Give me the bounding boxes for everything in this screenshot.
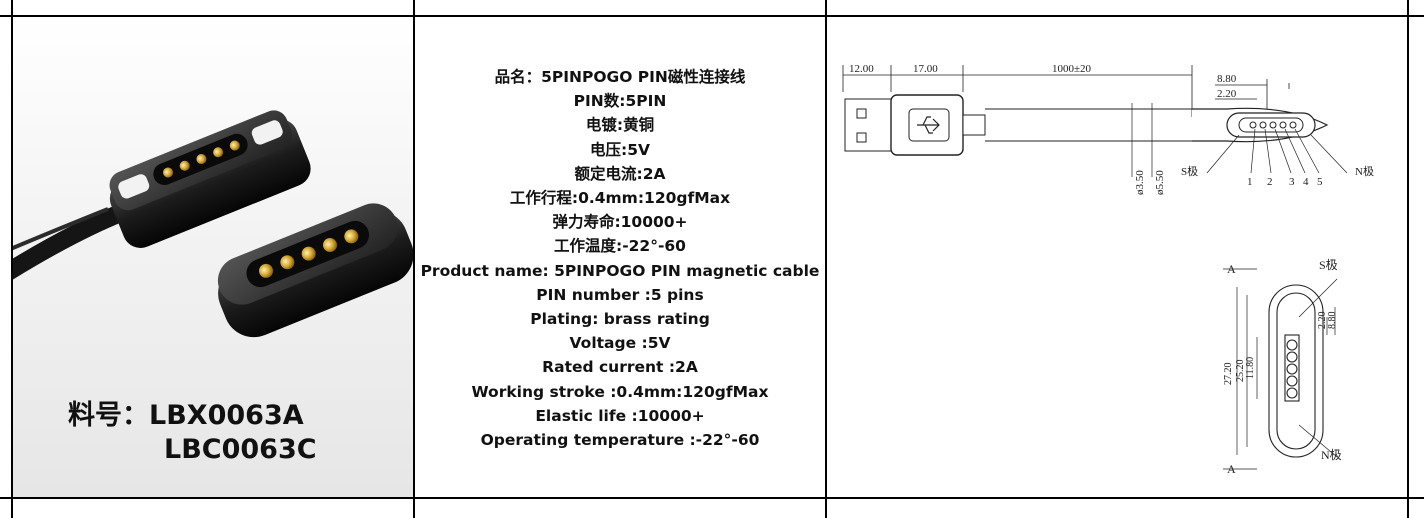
part-number-2: LBC0063C bbox=[164, 434, 317, 465]
dim-2-20: 2.20 bbox=[1217, 88, 1237, 100]
spec-line: Rated current :2A bbox=[542, 358, 698, 377]
dim-27-20: 27.20 bbox=[1223, 363, 1234, 386]
technical-drawing-cell: 12.00 17.00 1000±20 8.80 2.20 ø3.50 ø5.5… bbox=[827, 17, 1407, 497]
dia-large: ø5.50 bbox=[1154, 170, 1166, 195]
table-border-right bbox=[1407, 0, 1409, 518]
spec-line: Product name: 5PINPOGO PIN magnetic cabl… bbox=[420, 261, 820, 280]
spec-line: 弹力寿命:10000+ bbox=[552, 213, 688, 232]
dim-8-80: 8.80 bbox=[1217, 73, 1237, 85]
pin-label: 5 bbox=[1317, 176, 1323, 188]
dim-17: 17.00 bbox=[913, 63, 938, 75]
spec-line: PIN number :5 pins bbox=[536, 285, 704, 304]
spec-line: 品名：5PINPOGO PIN磁性连接线 bbox=[494, 68, 746, 86]
spec-line: 电压:5V bbox=[590, 140, 650, 159]
spec-list: 品名：5PINPOGO PIN磁性连接线 PIN数:5PIN 电镀:黄铜 电压:… bbox=[415, 65, 825, 452]
pole-n-label: N极 bbox=[1355, 164, 1374, 178]
spec-line: Voltage :5V bbox=[569, 334, 671, 353]
spec-line: 工作行程:0.4mm:120gfMax bbox=[509, 189, 731, 208]
pin-label: 3 bbox=[1289, 176, 1295, 188]
spec-line: PIN数:5PIN bbox=[573, 92, 667, 111]
product-photo bbox=[13, 110, 413, 338]
front-pole-n: N极 bbox=[1321, 448, 1342, 462]
pin-label: 1 bbox=[1247, 176, 1253, 188]
table-border-top bbox=[0, 15, 1424, 17]
part-number: 料号：LBX0063A LBC0063C bbox=[68, 399, 317, 467]
part-number-label: 料号： bbox=[68, 400, 149, 431]
product-photo-cell: 料号：LBX0063A LBC0063C bbox=[13, 17, 413, 497]
spec-line: Elastic life :10000+ bbox=[535, 406, 705, 425]
dim-1000: 1000±20 bbox=[1052, 63, 1092, 75]
dim-25-20: 25.20 bbox=[1235, 360, 1246, 383]
spec-line: 额定电流:2A bbox=[574, 164, 666, 183]
table-border-left bbox=[11, 0, 13, 518]
section-a-top: A bbox=[1227, 262, 1236, 276]
table-divider-1 bbox=[413, 0, 415, 518]
spec-cell: 品名：5PINPOGO PIN磁性连接线 PIN数:5PIN 电镀:黄铜 电压:… bbox=[415, 17, 825, 497]
dim-12: 12.00 bbox=[849, 63, 874, 75]
table-border-bottom bbox=[0, 497, 1424, 499]
technical-drawing: 12.00 17.00 1000±20 8.80 2.20 ø3.50 ø5.5… bbox=[842, 63, 1374, 476]
dim-11-80: 11.80 bbox=[1245, 357, 1256, 379]
part-number-1: LBX0063A bbox=[149, 400, 304, 431]
dia-small: ø3.50 bbox=[1134, 170, 1146, 195]
pin-label: 4 bbox=[1303, 176, 1309, 188]
pole-s-label: S极 bbox=[1181, 164, 1198, 178]
dim-front-8-80: 8.80 bbox=[1327, 312, 1338, 330]
spec-line: 工作温度:-22°-60 bbox=[554, 237, 686, 256]
spec-line: Operating temperature :-22°-60 bbox=[480, 431, 760, 450]
spec-line: Plating: brass rating bbox=[530, 310, 710, 329]
front-pole-s: S极 bbox=[1319, 258, 1338, 272]
section-a-bottom: A bbox=[1227, 462, 1236, 476]
pin-label: 2 bbox=[1267, 176, 1273, 188]
dim-front-2-20: 2.20 bbox=[1317, 312, 1328, 330]
spec-line: 电镀:黄铜 bbox=[585, 116, 655, 135]
spec-line: Working stroke :0.4mm:120gfMax bbox=[471, 382, 769, 401]
table-divider-2 bbox=[825, 0, 827, 518]
